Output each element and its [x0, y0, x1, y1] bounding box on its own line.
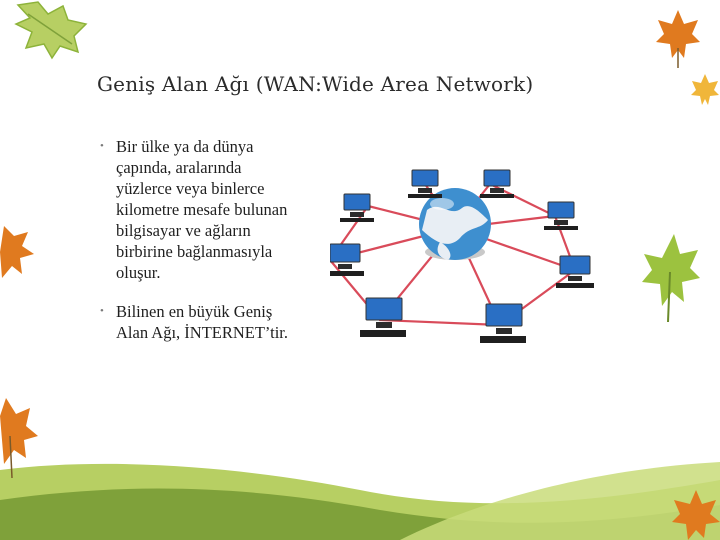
- computer-icon: [340, 193, 374, 222]
- bullet-marker: •: [100, 305, 104, 317]
- maple-leaf-icon: [0, 398, 38, 479]
- maple-leaf-icon: [691, 74, 719, 105]
- bullet-item: • Bir ülke ya da dünya çapında, araların…: [100, 136, 300, 283]
- bullet-marker: •: [100, 140, 104, 152]
- maple-leaf-icon: [642, 234, 700, 323]
- maple-leaf-icon: [0, 226, 34, 278]
- computer-icon: [480, 169, 514, 198]
- computer-icon: [360, 297, 406, 337]
- computer-icon: [556, 255, 594, 288]
- maple-leaf-icon: [672, 490, 720, 540]
- bullet-text: Bilinen en büyük Geniş Alan Ağı, İNTERNE…: [116, 302, 289, 342]
- wan-network-diagram: [330, 169, 594, 343]
- bullet-item: • Bilinen en büyük Geniş Alan Ağı, İNTER…: [100, 301, 300, 343]
- slide-title: Geniş Alan Ağı (WAN:Wide Area Network): [97, 72, 534, 96]
- bullet-list: • Bir ülke ya da dünya çapında, araların…: [100, 136, 300, 361]
- computer-icon: [544, 201, 578, 230]
- maple-leaf-icon: [14, 1, 88, 60]
- globe-icon: [419, 188, 491, 260]
- computer-icon: [480, 303, 526, 343]
- computer-icon: [330, 243, 364, 276]
- maple-leaf-icon: [656, 10, 700, 68]
- computer-icon: [408, 169, 442, 198]
- bullet-text: Bir ülke ya da dünya çapında, aralarında…: [116, 137, 288, 282]
